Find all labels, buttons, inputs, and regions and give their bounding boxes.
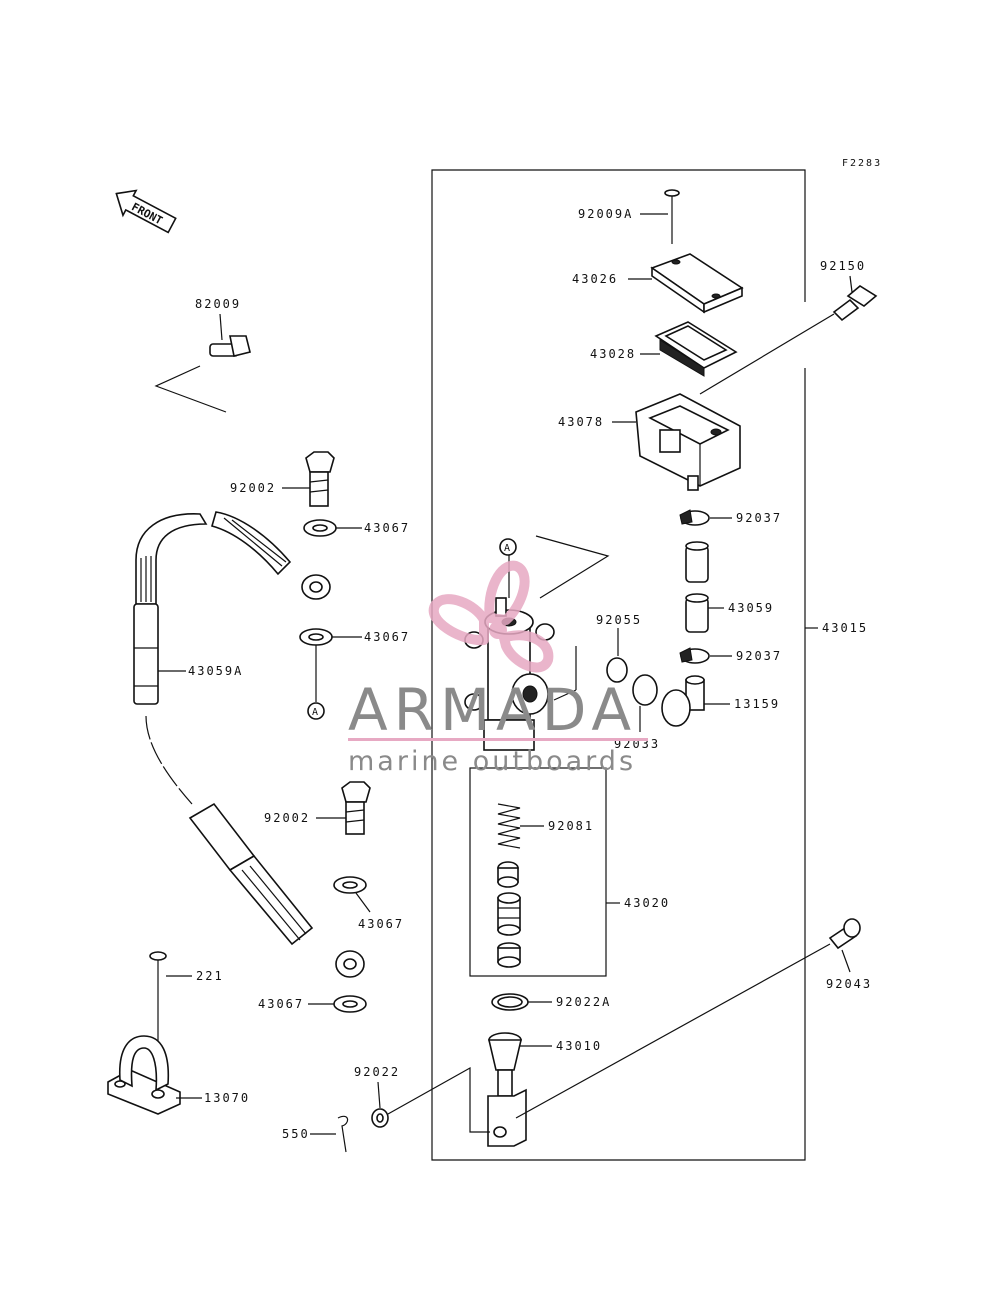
banjo-bolt-92002-lower	[316, 781, 371, 835]
label-92002-upper: 92002	[230, 481, 276, 495]
label-43078: 43078	[558, 415, 604, 429]
spring-92081	[497, 803, 544, 849]
push-rod-43010	[487, 1032, 552, 1147]
banjo-bolt-92002-upper	[282, 451, 335, 507]
label-43015: 43015	[822, 621, 868, 635]
label-43020: 43020	[624, 896, 670, 910]
washer-43067-3	[333, 876, 371, 913]
label-43010: 43010	[556, 1039, 602, 1053]
label-82009: 82009	[195, 297, 241, 311]
washer-43067-1	[303, 519, 362, 537]
pin-92043	[515, 918, 861, 1119]
washer-43067-2	[299, 628, 362, 702]
label-92022A: 92022A	[556, 995, 611, 1009]
o-ring-92055	[606, 628, 628, 683]
fitting-13159	[661, 675, 730, 727]
label-43067-3: 43067	[358, 917, 404, 931]
watermark-tagline: marine outboards	[348, 746, 636, 777]
assembly-outline	[431, 169, 806, 1161]
watermark-divider	[348, 738, 648, 741]
label-92022: 92022	[354, 1065, 400, 1079]
screw-92009A	[640, 189, 680, 244]
washer-43067-4	[308, 995, 367, 1013]
washer-92022	[371, 1066, 490, 1133]
label-43028: 43028	[590, 347, 636, 361]
svg-text:A: A	[504, 543, 510, 554]
label-43059A: 43059A	[188, 664, 243, 678]
bolt-92150	[699, 275, 878, 395]
label-43067-4: 43067	[258, 997, 304, 1011]
snap-ring-92022A	[491, 993, 552, 1011]
piston-kit-box	[469, 767, 607, 977]
hose-43059	[685, 541, 724, 633]
reservoir-cap-43026	[628, 253, 744, 314]
piston-kit-43020	[497, 861, 521, 968]
label-92081: 92081	[548, 819, 594, 833]
label-92037-lower: 92037	[736, 649, 782, 663]
label-13159: 13159	[734, 697, 780, 711]
label-92055: 92055	[596, 613, 642, 627]
label-43026: 43026	[572, 272, 618, 286]
label-550: 550	[282, 1127, 310, 1141]
bolt-82009	[154, 313, 251, 413]
master-cylinder-body-43078	[612, 393, 741, 491]
diaphragm-43028	[640, 321, 738, 377]
label-13070: 13070	[204, 1091, 250, 1105]
label-43067-2: 43067	[364, 630, 410, 644]
label-92009A: 92009A	[578, 207, 633, 221]
label-92043: 92043	[826, 977, 872, 991]
label-43067-1: 43067	[364, 521, 410, 535]
diagram-code: F2283	[842, 158, 882, 169]
clamp-92037-upper	[679, 509, 732, 526]
callout-a-bottom: A	[307, 702, 325, 720]
front-arrow-icon: FRONT	[115, 189, 177, 234]
circlip-92033	[632, 674, 658, 732]
label-221: 221	[196, 969, 224, 983]
clamp-92037-lower	[679, 647, 732, 664]
holder-13070	[107, 1035, 202, 1115]
watermark-logo-icon	[428, 560, 554, 673]
brake-hose-43059A	[133, 511, 365, 978]
svg-text:A: A	[312, 707, 318, 718]
label-43059: 43059	[728, 601, 774, 615]
label-92002-lower: 92002	[264, 811, 310, 825]
label-92150: 92150	[820, 259, 866, 273]
callout-a-top: A	[499, 538, 517, 556]
label-92037-upper: 92037	[736, 511, 782, 525]
cotter-pin-550	[310, 1115, 349, 1153]
watermark-brand: ARMADA	[348, 676, 637, 744]
